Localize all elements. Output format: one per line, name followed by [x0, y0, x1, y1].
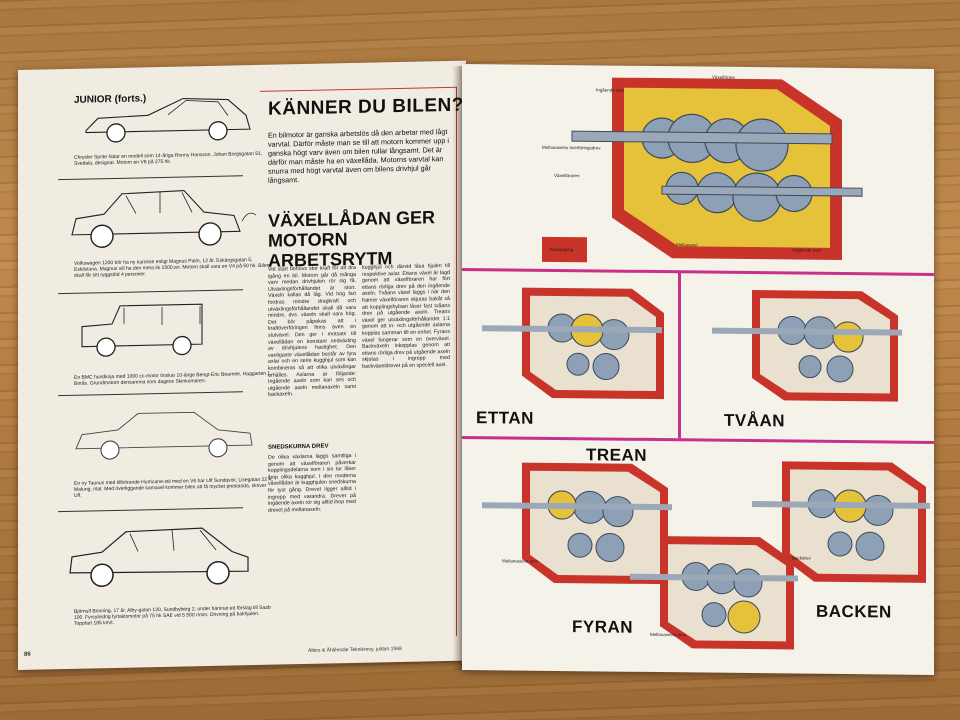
caption-5: Björnulf Brinning, 17 år, Alby-gatan 130… [74, 604, 271, 627]
footer-text: Allers & Åhlénsdie Teknikrevy, juldan 19… [308, 645, 402, 654]
label-backen: BACKEN [816, 601, 892, 622]
label-mellanaxelns-drev-1: Mellanaxelns drev [502, 558, 539, 564]
article-column-2: kugghjul och därvid låsa hjulen till res… [362, 262, 450, 370]
headline-kanner: KÄNNER DU BILEN? [268, 94, 464, 120]
gearbox-ettan [482, 287, 664, 400]
gearbox-tvaan [712, 290, 902, 402]
label-tvaan: TVÅAN [724, 410, 786, 431]
headline-vaxellada: VÄXELLÅDAN GER MOTORN ARBETSRYTM [268, 207, 436, 271]
divider-horizontal-2 [462, 436, 934, 444]
label-klokoppling: Klokoppling [550, 246, 574, 253]
right-page: Ingående axel Växelförare Mellanaxelns ö… [462, 64, 934, 675]
left-page: JUNIOR (forts.) Chrysler Sprite fattar e… [18, 60, 466, 671]
caption-4: En ny Taunus med tillhörande Hurricane-s… [74, 476, 273, 499]
car-sketch-taunus [75, 411, 253, 460]
caption-3: En BMC hundkoja med 1000 cc-motor önskar… [74, 370, 272, 387]
gearbox-trean [482, 462, 672, 585]
label-fyran: FYRAN [572, 617, 634, 637]
car-sketch-bmc [81, 303, 203, 357]
article-column-1: Vid start behövs stor kraft för att dra … [268, 264, 356, 399]
label-utgaende-axel: Utgående axel [792, 247, 822, 253]
label-mellanaxelns-drev-2: Mellanaxelns drev [650, 631, 687, 638]
page-number: 86 [24, 651, 31, 658]
caption-1: Chrysler Sprite fattar en modell som 14-… [74, 150, 263, 167]
label-vaxelforare: Växelförare [712, 74, 736, 80]
label-vaxelforaren: Växelföraren [554, 172, 580, 179]
gearbox-fyran [630, 536, 798, 650]
car-sketch-saab [69, 527, 249, 587]
label-ettan: ETTAN [476, 408, 534, 428]
label-mellanaxelns-overforingsdrev: Mellanaxelns överföringsdrev [542, 144, 601, 151]
article-intro: En bilmotor är ganska arbetslös då den a… [268, 127, 449, 185]
article-column-1b: De olika växlarna läggs samtliga i genom… [268, 452, 356, 514]
caption-2: Volkswagen 1200 bör ha ny karosse enligt… [74, 257, 270, 279]
divider-vertical [678, 272, 681, 439]
subheading-snedskurna: SNEDSKURNA DREV [268, 443, 329, 451]
car-sketch-coupe [85, 97, 251, 143]
gearbox-backen [752, 461, 930, 583]
label-mellanaxel: Mellanaxel [676, 242, 698, 248]
label-ingaende-axel: Ingående axel [596, 87, 625, 93]
gearbox-cutaway-diagram [542, 77, 863, 263]
car-sketch-volkswagen [71, 189, 257, 248]
